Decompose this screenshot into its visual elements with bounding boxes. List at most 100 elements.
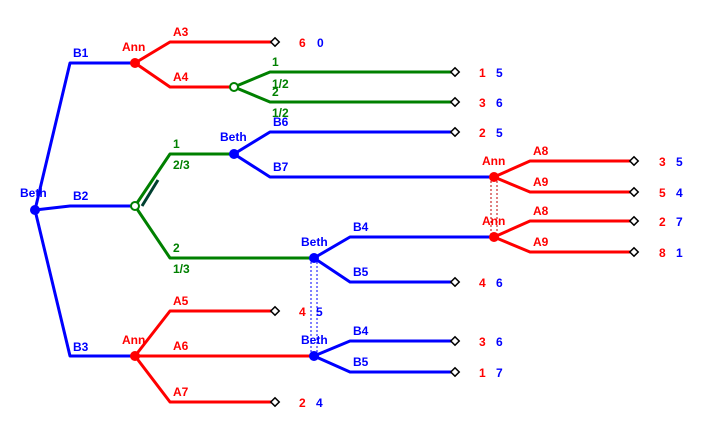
prob-label-top-1: 1/2 (272, 77, 289, 91)
node-beth-upper (229, 149, 239, 159)
branch-chance-top-2 (233, 85, 455, 104)
terminal-13 (269, 396, 281, 408)
payoff-beth-6: 4 (676, 186, 683, 200)
terminal-8 (628, 246, 640, 258)
player-label-ann-top: Ann (122, 40, 145, 54)
terminal-3 (449, 96, 461, 108)
move-label-b1: B1 (73, 46, 89, 60)
branch-b6 (233, 130, 455, 156)
move-label-b4-low: B4 (353, 324, 369, 338)
branch-b5-mid (313, 256, 455, 284)
terminal-11 (449, 335, 461, 347)
prob-label-top-2: 1/2 (272, 106, 289, 120)
move-label-b7: B7 (273, 160, 289, 174)
player-label-beth-root: Beth (20, 186, 47, 200)
chance-label-top-1: 1 (272, 55, 279, 69)
player-label-ann-lower-right: Ann (482, 214, 505, 228)
move-label-a8-bottom: A8 (533, 204, 549, 218)
payoff-ann-6: 5 (659, 186, 666, 200)
branch-a4 (134, 61, 234, 89)
branch-b3 (33, 209, 135, 358)
move-label-b2: B2 (73, 189, 89, 203)
payoff-beth-4: 5 (496, 126, 503, 140)
payoff-ann-7: 2 (659, 215, 666, 229)
branch-b4-low (313, 339, 455, 358)
player-label-beth-bottom: Beth (301, 333, 328, 347)
node-ann-upper-right (489, 172, 499, 182)
terminal-10 (269, 305, 281, 317)
move-label-a8-top: A8 (533, 144, 549, 158)
prob-label-mid-1: 2/3 (173, 158, 190, 172)
branch-chance-mid-1 (133, 152, 234, 207)
terminal-5 (628, 155, 640, 167)
terminal-9 (449, 276, 461, 288)
terminal-1 (269, 36, 281, 48)
payoff-ann-2: 1 (479, 66, 486, 80)
payoff-ann-5: 3 (659, 155, 666, 169)
node-ann-lower-right (489, 232, 499, 242)
payoff-beth-7: 7 (676, 215, 683, 229)
payoff-beth-11: 6 (496, 335, 503, 349)
node-beth-bottom (309, 351, 319, 361)
move-label-b6: B6 (273, 115, 289, 129)
move-label-a4: A4 (173, 70, 189, 84)
payoff-beth-13: 4 (316, 396, 323, 410)
chance-label-mid-1: 1 (173, 137, 180, 151)
branch-a9-bottom (493, 235, 634, 254)
terminal-7 (628, 215, 640, 227)
payoff-ann-13: 2 (299, 396, 306, 410)
branch-chance-top-1 (233, 70, 455, 89)
payoff-beth-12: 7 (496, 366, 503, 380)
player-label-beth-mid: Beth (301, 235, 328, 249)
node-beth-mid (309, 253, 319, 263)
move-label-b4-mid: B4 (353, 220, 369, 234)
move-label-b3: B3 (73, 340, 89, 354)
payoff-beth-8: 1 (676, 246, 683, 260)
move-label-b5-mid: B5 (353, 265, 369, 279)
payoff-beth-9: 6 (496, 276, 503, 290)
chance-label-top-2: 2 (272, 85, 279, 99)
payoff-beth-2: 5 (496, 66, 503, 80)
payoff-ann-12: 1 (479, 366, 486, 380)
payoff-ann-3: 3 (479, 96, 486, 110)
branch-a8-bottom (493, 219, 634, 239)
terminal-12 (449, 366, 461, 378)
node-chance-top (229, 82, 239, 92)
payoff-ann-9: 4 (479, 276, 486, 290)
payoff-ann-4: 2 (479, 126, 486, 140)
payoff-beth-5: 5 (676, 155, 683, 169)
node-ann-top (130, 58, 140, 68)
branch-a3 (134, 40, 275, 65)
player-label-beth-upper: Beth (220, 130, 247, 144)
payoff-beth-3: 6 (496, 96, 503, 110)
move-label-a9-bottom: A9 (533, 235, 549, 249)
payoff-ann-10: 4 (299, 305, 306, 319)
player-label-ann-upper-right: Ann (482, 154, 505, 168)
branch-a7 (133, 355, 275, 404)
branch-b2 (34, 204, 135, 212)
terminal-6 (628, 186, 640, 198)
move-label-b5-low: B5 (353, 355, 369, 369)
move-label-a5: A5 (173, 294, 189, 308)
branch-b4-mid (313, 235, 494, 260)
prob-label-mid-2: 1/3 (173, 262, 190, 276)
branch-b1 (33, 61, 135, 211)
branch-a5 (133, 309, 275, 357)
branch-blend (140, 179, 160, 207)
branch-a9-top (493, 175, 634, 194)
payoff-ann-1: 6 (299, 36, 306, 50)
node-chance-mid (130, 201, 140, 211)
terminal-4 (449, 126, 461, 138)
node-ann-bottom (130, 351, 140, 361)
branch-a8-top (493, 159, 634, 179)
node-beth-root (30, 205, 40, 215)
payoff-beth-1: 0 (317, 36, 324, 50)
branch-b5-low (313, 354, 455, 374)
player-label-ann-bottom: Ann (122, 333, 145, 347)
branch-b7 (233, 152, 494, 179)
payoff-ann-8: 8 (659, 246, 666, 260)
chance-label-mid-2: 2 (173, 241, 180, 255)
payoff-ann-11: 3 (479, 335, 486, 349)
payoff-beth-10: 5 (316, 305, 323, 319)
